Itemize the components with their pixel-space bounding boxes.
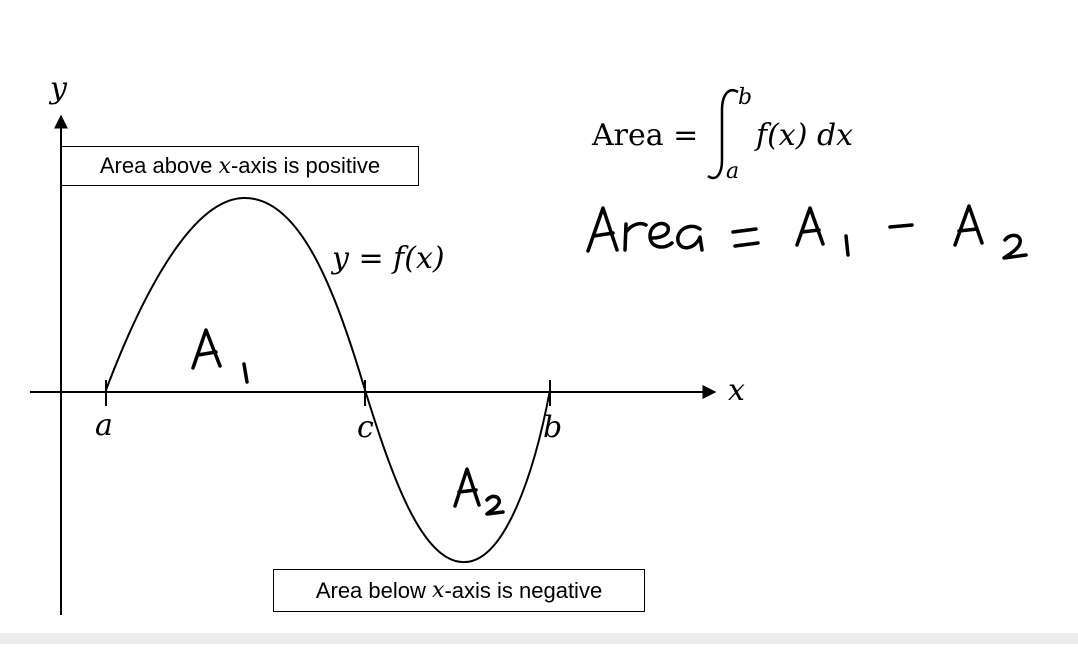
formula-upper-limit: b (738, 85, 752, 110)
x-axis-label: x (728, 373, 745, 408)
integral-sign (707, 89, 739, 180)
formula-lower-limit: a (726, 159, 739, 184)
area-below-box: Area below x-axis is negative (273, 569, 645, 612)
area-below-post: -axis is negative (444, 577, 603, 603)
formula-lhs: Area = (591, 118, 698, 153)
area-below-var: x (432, 578, 445, 603)
y-axis-label: y (48, 71, 68, 106)
tick-label-b: b (543, 410, 562, 445)
handwritten-equation (586, 204, 1028, 260)
formula-integrand: f(x) dx (754, 118, 853, 153)
tick-label-a: a (95, 408, 113, 443)
area-above-pre: Area above (99, 153, 213, 178)
function-curve (105, 196, 551, 564)
region-label-a1 (191, 328, 249, 384)
area-above-box: Area above x-axis is positive (61, 146, 419, 186)
tick-label-c: c (357, 410, 374, 445)
area-below-pre: Area below (315, 577, 426, 603)
curve-label: y = f(x) (330, 241, 445, 276)
region-label-a2 (453, 467, 505, 516)
bottom-bar (0, 633, 1078, 644)
area-above-post: -axis is positive (230, 153, 381, 178)
area-above-var: x (218, 153, 231, 179)
